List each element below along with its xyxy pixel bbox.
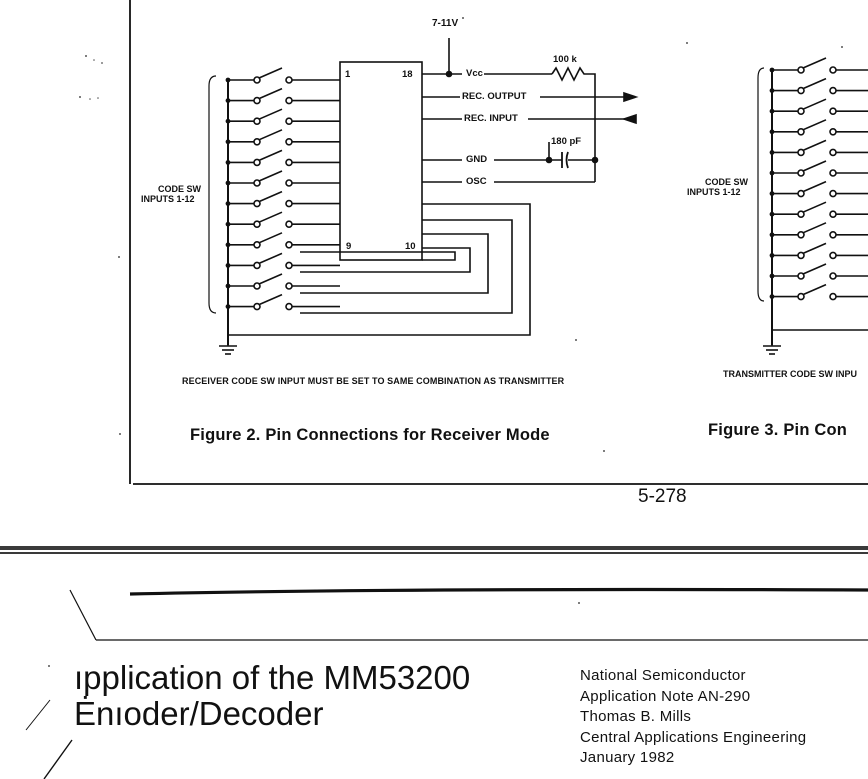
receiver-note: RECEIVER CODE SW INPUT MUST BE SET TO SA… [182,376,565,386]
resistor-value-label: 100 k [553,54,577,65]
figure-2-receiver-schematic [208,38,639,355]
code-switch-array [225,67,340,311]
scan-speckles [48,17,843,667]
code-switch [225,108,340,125]
code-switch [769,139,868,157]
code-switch [769,57,868,74]
meta-date: January 1982 [580,749,675,766]
rec-input-label: REC. INPUT [464,113,518,124]
code-sw-brace [208,75,217,314]
document-title: ıpplication of the MM53200 Ėnıoder/Deco… [74,660,470,732]
ic-mm53200-receiver [339,61,423,261]
code-switch [225,211,340,228]
code-switch [769,180,868,198]
code-switch [225,232,340,249]
ground-symbol [763,330,781,355]
capacitor-value-label: 180 pF [551,136,582,147]
code-sw-label-line1: CODE SW [158,184,202,194]
figure-3-transmitter-schematic [757,57,868,355]
title-line-2: Ėnıoder/Decoder [74,695,324,732]
rec-input-arrow [621,113,637,125]
figure-2-caption: Figure 2. Pin Connections for Receiver M… [190,426,550,444]
ground-symbol [219,335,237,355]
figure-3-caption: Figure 3. Pin Con [708,421,848,439]
code-sw-label-line2: INPUTS 1-12 [141,194,195,204]
gnd-label: GND [466,154,488,165]
osc-label: OSC [466,176,487,187]
code-switch [769,222,868,239]
pin-18-label: 18 [402,69,413,80]
pin-10-label: 10 [405,241,416,252]
code-switch [769,98,868,115]
code-switch [769,77,868,95]
meta-company: National Semiconductor [580,667,746,684]
code-switch [225,170,340,187]
pin-1-label: 1 [345,69,351,80]
code-switch [769,119,868,136]
code-switch [769,263,868,280]
page-separator [0,546,868,554]
code-switch [225,252,340,270]
header-rule [25,587,868,779]
code-switch [225,67,340,84]
code-switch [225,273,340,290]
code-sw-brace [757,67,765,302]
resistor-100k [551,66,596,160]
code-switch [769,283,868,301]
pin-return-wiring [228,203,531,336]
vcc-label: Vcc [466,68,483,79]
transmitter-note: TRANSMITTER CODE SW INPU [723,369,857,379]
document-meta: National Semiconductor Application Note … [580,666,806,769]
meta-department: Central Applications Engineering [580,728,807,746]
code-switch [769,201,868,218]
meta-author: Thomas B. Mills [580,708,692,725]
code-switch [225,87,340,105]
code-switch [769,160,868,177]
meta-app-note: Application Note AN-290 [580,687,751,705]
code-switch [769,242,868,260]
fig3-code-sw-label-line2: INPUTS 1-12 [687,187,741,197]
supply-voltage-label: 7-11V [432,18,459,29]
code-switch [225,129,340,146]
code-switch [225,190,340,208]
code-switch-array [769,57,868,301]
upper-page-frame [129,0,868,485]
code-switch [225,293,340,311]
page-number: 5-278 [638,486,687,507]
title-line-1: ıpplication of the MM53200 [74,659,471,696]
rec-output-label: REC. OUTPUT [462,91,527,102]
code-switch [225,149,340,167]
pin-9-label: 9 [346,241,352,252]
fig3-code-sw-label-line1: CODE SW [705,177,749,187]
rec-output-arrow [623,91,639,103]
